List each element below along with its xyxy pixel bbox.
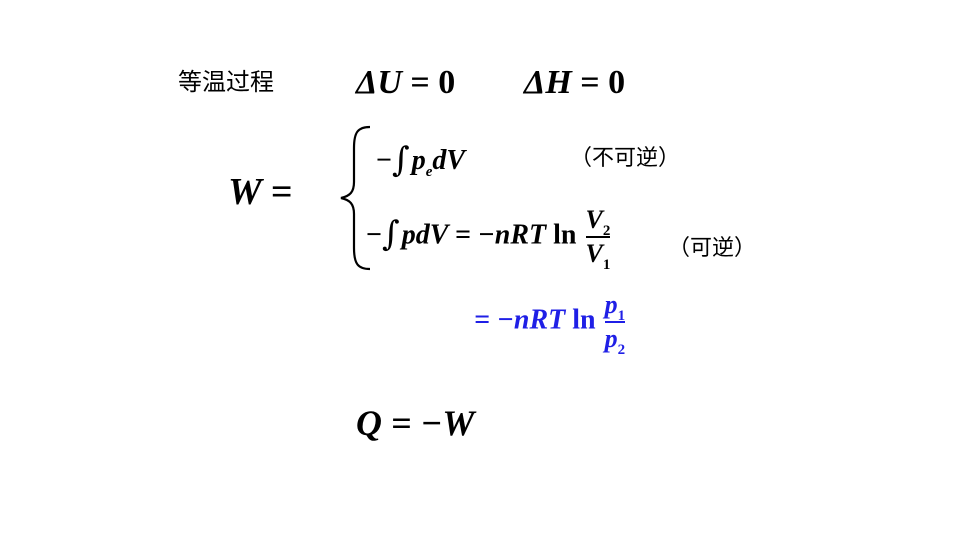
minus-sign: − <box>366 219 382 251</box>
fraction-numerator: V2 <box>585 205 611 239</box>
delta-h-equation: ΔH = 0 <box>524 64 625 102</box>
reversible-work-expression: −∫pdV = −nRT ln V2 V1 <box>366 205 612 273</box>
pressure-form-lhs: = −nRT <box>474 304 566 336</box>
left-brace-icon <box>340 125 371 271</box>
delta-h-symbol: ΔH <box>524 64 572 101</box>
pressure-form-expression: = −nRT ln p1 p2 <box>474 290 627 358</box>
equals-sign: = <box>580 64 609 101</box>
integral-sign: ∫ <box>381 214 400 255</box>
equals-sign: = <box>410 64 439 101</box>
volume-ratio-fraction: V2 V1 <box>585 205 611 273</box>
integral-sign: ∫ <box>391 140 410 180</box>
fraction-bar <box>585 235 611 238</box>
ln-operator: ln <box>553 219 577 251</box>
external-subscript: e <box>425 164 433 180</box>
process-title: 等温过程 <box>178 68 274 96</box>
reversible-body: pdV = −nRT <box>401 219 547 251</box>
fraction-bar <box>604 320 626 323</box>
pressure-ratio-fraction: p1 p2 <box>604 290 626 358</box>
delta-u-value: 0 <box>438 64 456 101</box>
heat-equation: Q = −W <box>356 403 475 443</box>
delta-u-symbol: ΔU <box>356 64 402 101</box>
delta-h-value: 0 <box>608 64 626 101</box>
work-lhs: W = <box>228 171 293 213</box>
dv-term: dV <box>432 145 466 176</box>
minus-sign: − <box>376 145 392 176</box>
reversible-note: （可逆） <box>668 236 757 261</box>
irreversible-note: （不可逆） <box>570 146 681 171</box>
fraction-denominator: V1 <box>585 238 611 273</box>
fraction-denominator: p2 <box>604 323 626 358</box>
pressure-symbol: p <box>411 145 426 176</box>
ln-operator: ln <box>572 304 596 336</box>
irreversible-work-expression: −∫pedV <box>376 138 466 180</box>
delta-u-equation: ΔU = 0 <box>356 64 455 102</box>
fraction-numerator: p1 <box>604 290 626 324</box>
